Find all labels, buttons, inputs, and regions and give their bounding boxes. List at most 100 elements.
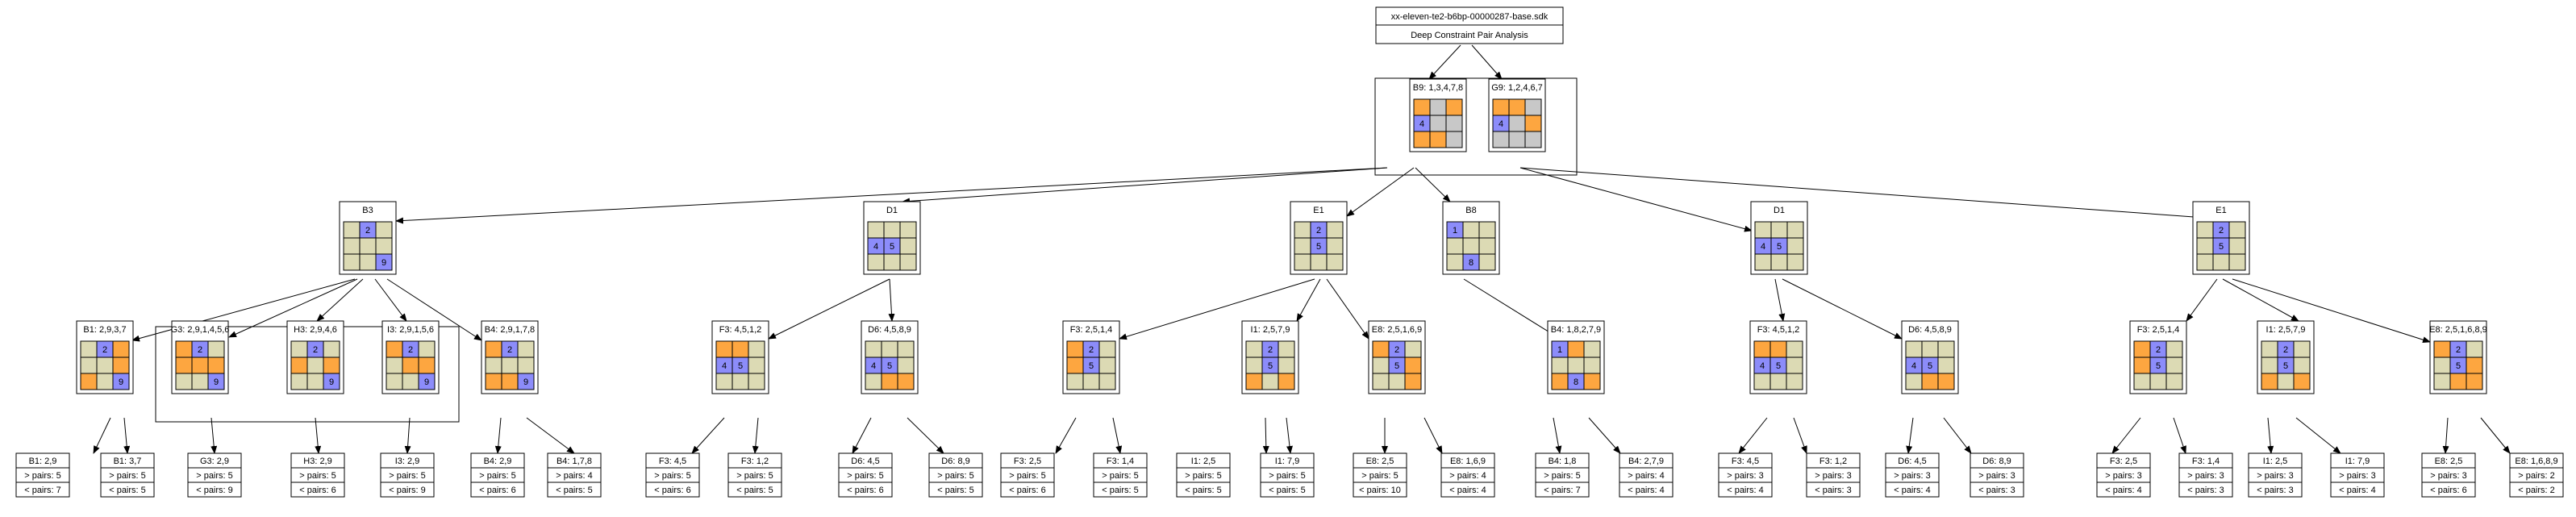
grid-node-label: D1 bbox=[886, 206, 898, 215]
grid-cell bbox=[748, 373, 765, 390]
leaf-pairs-greater: > pairs: 5 bbox=[847, 471, 884, 481]
leaf-title: H3: 2,9 bbox=[303, 457, 331, 466]
grid-cell-digit: 5 bbox=[1089, 361, 1094, 371]
grid-node: E8: 2,5,1,6,8,925 bbox=[2429, 320, 2487, 394]
leaf-pairs-less: < pairs: 4 bbox=[1628, 486, 1665, 495]
leaf-node: D6: 4,5> pairs: 3< pairs: 4 bbox=[1885, 452, 1940, 498]
grid-node-label: I1: 2,5,7,9 bbox=[1251, 325, 1290, 335]
leaf-title: F3: 1,4 bbox=[2192, 457, 2220, 466]
grid-cell bbox=[112, 373, 130, 390]
leaf-title: F3: 2,5 bbox=[1014, 457, 1041, 466]
grid-node-label: B4: 2,9,1,7,8 bbox=[485, 325, 535, 335]
grid-cell bbox=[2196, 237, 2214, 255]
leaf-pairs-less: < pairs: 5 bbox=[736, 486, 773, 495]
leaf-pairs-greater: > pairs: 5 bbox=[24, 471, 61, 481]
grid-cell-digit: 2 bbox=[1089, 345, 1094, 355]
grid-cell bbox=[1098, 373, 1116, 390]
grid-cell bbox=[1098, 340, 1116, 358]
leaf-node-frame bbox=[1353, 452, 1407, 498]
grid-cell-digit: 4 bbox=[1760, 361, 1765, 371]
edge-arrow bbox=[1471, 44, 1503, 80]
leaf-title: B4: 2,9 bbox=[484, 457, 512, 466]
leaf-pairs-less: < pairs: 9 bbox=[389, 486, 426, 495]
leaf-node-frame bbox=[2330, 452, 2385, 498]
leaf-pairs-greater: > pairs: 3 bbox=[1894, 471, 1931, 481]
leaf-node-frame bbox=[645, 452, 700, 498]
edge-arrow bbox=[316, 278, 364, 322]
grid-cell bbox=[867, 221, 885, 239]
leaf-pairs-less: < pairs: 5 bbox=[1185, 486, 1222, 495]
grid-node-label: E8: 2,5,1,6,8,9 bbox=[2429, 325, 2487, 335]
leaf-pairs-less: < pairs: 5 bbox=[1102, 486, 1139, 495]
edge-arrow bbox=[1782, 278, 1903, 340]
grid-cell bbox=[1786, 373, 1803, 390]
leaf-title: F3: 1,2 bbox=[741, 457, 769, 466]
grid-cell-digit: 2 bbox=[1316, 226, 1321, 236]
grid-cell-digit: 4 bbox=[1761, 242, 1765, 252]
leaf-node-frame bbox=[1176, 452, 1231, 498]
grid-cell bbox=[2277, 373, 2295, 390]
leaf-node-frame bbox=[1718, 452, 1773, 498]
grid-cell-digit: 9 bbox=[119, 377, 123, 387]
grid-node-label: G9: 1,2,4,6,7 bbox=[1491, 83, 1543, 93]
edge-arrow bbox=[768, 278, 890, 340]
leaf-pairs-less: < pairs: 5 bbox=[109, 486, 146, 495]
grid-node-label: B9: 1,3,4,7,8 bbox=[1413, 83, 1463, 93]
grid-cell bbox=[1445, 115, 1463, 132]
edge-arrow bbox=[1519, 167, 1753, 232]
leaf-pairs-less: < pairs: 3 bbox=[2257, 486, 2294, 495]
grid-node-label: E1 bbox=[1313, 206, 1323, 215]
grid-cell bbox=[1753, 373, 1771, 390]
edge-arrow bbox=[907, 417, 944, 454]
edge-arrow bbox=[691, 417, 725, 454]
leaf-pairs-less: < pairs: 2 bbox=[2518, 486, 2555, 495]
grid-cell bbox=[1492, 98, 1510, 116]
edge-arrow bbox=[2222, 278, 2299, 322]
leaf-node-frame bbox=[1619, 452, 1674, 498]
leaf-node: I1: 7,9> pairs: 3< pairs: 4 bbox=[2330, 452, 2385, 498]
grid-cell bbox=[2466, 340, 2483, 358]
leaf-node: E8: 1,6,9> pairs: 4< pairs: 4 bbox=[1440, 452, 1495, 498]
leaf-node: B4: 2,9> pairs: 5< pairs: 6 bbox=[470, 452, 525, 498]
leaf-node: G3: 2,9> pairs: 5< pairs: 9 bbox=[187, 452, 242, 498]
grid-cell-digit: 5 bbox=[2219, 242, 2224, 252]
grid-cell bbox=[1066, 373, 1084, 390]
grid-cell bbox=[386, 373, 403, 390]
grid-cell bbox=[899, 237, 917, 255]
grid-cell bbox=[1508, 98, 1526, 116]
edge-arrow bbox=[404, 417, 411, 454]
grid-cell bbox=[306, 356, 324, 374]
grid-cell bbox=[897, 340, 915, 358]
grid-cell bbox=[1478, 237, 1496, 255]
grid-cell bbox=[1524, 131, 1542, 148]
edge-arrow bbox=[1906, 417, 1914, 454]
grid-cell bbox=[1770, 221, 1788, 239]
grid-node-label: G3: 2,9,1,4,5,6 bbox=[171, 325, 230, 335]
grid-cell bbox=[1066, 340, 1084, 358]
grid-cell bbox=[1567, 340, 1585, 358]
leaf-title: F3: 2,5 bbox=[2110, 457, 2137, 466]
grid-cell bbox=[207, 356, 225, 374]
leaf-node: I1: 7,9> pairs: 5< pairs: 5 bbox=[1260, 452, 1315, 498]
edge-arrow bbox=[315, 417, 322, 454]
grid-cell bbox=[1478, 221, 1496, 239]
grid-cell bbox=[2466, 356, 2483, 374]
edge-arrow bbox=[752, 417, 759, 454]
edge-arrow bbox=[1262, 417, 1269, 454]
grid-cell-digit: 5 bbox=[1316, 242, 1321, 252]
edge-arrow bbox=[1943, 417, 1972, 454]
grid-node: B1: 2,9,3,729 bbox=[76, 320, 134, 394]
leaf-node-frame bbox=[2421, 452, 2476, 498]
grid-cell bbox=[867, 253, 885, 271]
grid-cell bbox=[732, 373, 749, 390]
grid-cell-digit: 5 bbox=[2156, 361, 2161, 371]
grid-cell bbox=[1905, 340, 1923, 358]
edge-arrow bbox=[2295, 417, 2341, 454]
leaf-pairs-greater: > pairs: 3 bbox=[2339, 471, 2376, 481]
grid-cell-digit: 2 bbox=[2283, 345, 2288, 355]
grid-cell bbox=[2433, 340, 2451, 358]
leaf-pairs-less: < pairs: 3 bbox=[1978, 486, 2015, 495]
grid-node-label: F3: 4,5,1,2 bbox=[1757, 325, 1800, 335]
